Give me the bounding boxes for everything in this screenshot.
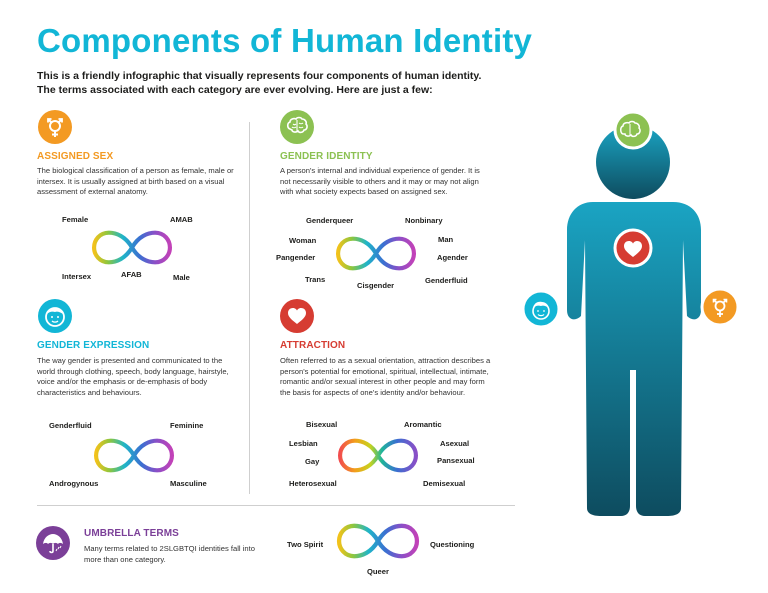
term-afab: AFAB bbox=[121, 270, 142, 279]
term-agender: Agender bbox=[437, 253, 468, 262]
human-figure-body bbox=[567, 125, 701, 516]
term-trans: Trans bbox=[305, 275, 326, 284]
term-genderfluid-expression: Genderfluid bbox=[49, 421, 92, 430]
term-male: Male bbox=[173, 273, 190, 282]
term-androgynous: Androgynous bbox=[49, 479, 99, 488]
term-pangender: Pangender bbox=[276, 253, 316, 262]
gender-identity-description: A person's internal and individual exper… bbox=[280, 166, 480, 197]
gender-expression-heading: GENDER EXPRESSION bbox=[37, 340, 150, 351]
term-genderqueer: Genderqueer bbox=[306, 216, 354, 225]
term-feminine: Feminine bbox=[170, 421, 204, 430]
gender-expression-description: The way gender is presented and communic… bbox=[37, 356, 229, 397]
heart-icon bbox=[280, 299, 314, 333]
term-pansexual: Pansexual bbox=[437, 456, 475, 465]
umbrella-icon bbox=[36, 526, 70, 560]
infinity-attraction bbox=[336, 437, 420, 474]
attraction-heading: ATTRACTION bbox=[280, 340, 346, 351]
term-amab: AMAB bbox=[170, 215, 193, 224]
infinity-assigned-sex bbox=[90, 229, 174, 266]
page-subtitle: This is a friendly infographic that visu… bbox=[37, 70, 482, 96]
attraction-description: Often referred to as a sexual orientatio… bbox=[280, 356, 491, 397]
umbrella-terms-heading: UMBRELLA TERMS bbox=[84, 528, 179, 539]
term-two-spirit: Two Spirit bbox=[287, 540, 324, 549]
face-icon bbox=[38, 299, 72, 333]
term-bisexual: Bisexual bbox=[306, 420, 338, 429]
infinity-gender-expression bbox=[92, 437, 176, 474]
face-icon bbox=[521, 289, 561, 329]
human-figure-illustration bbox=[521, 110, 740, 516]
gender-symbol-icon bbox=[700, 287, 740, 327]
gender-symbol-icon bbox=[38, 110, 72, 144]
term-genderfluid: Genderfluid bbox=[425, 276, 468, 285]
term-demisexual: Demisexual bbox=[423, 479, 466, 488]
infinity-umbrella bbox=[335, 522, 421, 560]
horizontal-divider bbox=[37, 505, 515, 506]
brain-icon bbox=[613, 110, 653, 150]
term-female: Female bbox=[62, 215, 89, 224]
umbrella-terms-description: Many terms related to 2SLGBTQI identitie… bbox=[84, 544, 255, 564]
term-woman: Woman bbox=[289, 236, 317, 245]
term-aromantic: Aromantic bbox=[404, 420, 442, 429]
gender-identity-heading: GENDER IDENTITY bbox=[280, 151, 373, 162]
page-title: Components of Human Identity bbox=[37, 22, 533, 59]
term-intersex: Intersex bbox=[62, 272, 92, 281]
heart-icon bbox=[613, 228, 653, 268]
term-cisgender: Cisgender bbox=[357, 281, 395, 290]
term-man: Man bbox=[438, 235, 454, 244]
assigned-sex-description: The biological classification of a perso… bbox=[37, 166, 234, 197]
term-questioning: Questioning bbox=[430, 540, 475, 549]
infinity-gender-identity bbox=[334, 235, 418, 272]
term-queer: Queer bbox=[367, 567, 389, 576]
term-nonbinary: Nonbinary bbox=[405, 216, 443, 225]
brain-icon bbox=[280, 110, 314, 144]
term-masculine: Masculine bbox=[170, 479, 207, 488]
term-lesbian: Lesbian bbox=[289, 439, 318, 448]
vertical-divider bbox=[249, 122, 250, 494]
term-asexual: Asexual bbox=[440, 439, 470, 448]
term-gay: Gay bbox=[305, 457, 320, 466]
term-heterosexual: Heterosexual bbox=[289, 479, 337, 488]
assigned-sex-heading: ASSIGNED SEX bbox=[37, 151, 114, 162]
